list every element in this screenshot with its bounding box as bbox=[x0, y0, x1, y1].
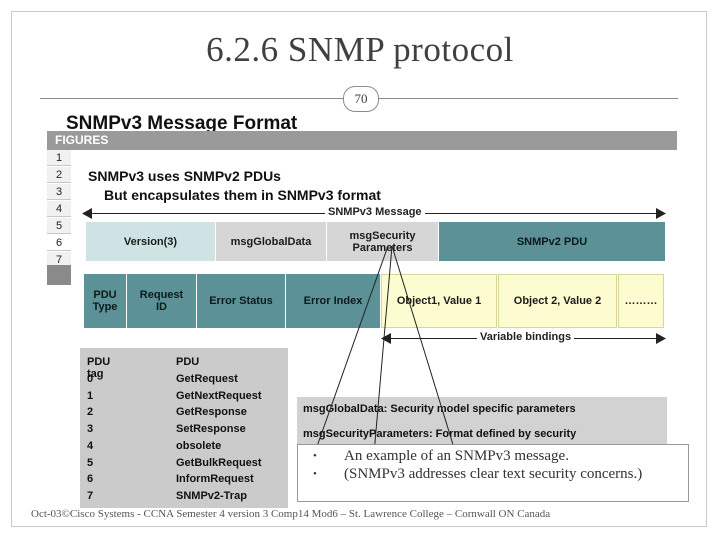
arrow-right-icon bbox=[656, 208, 666, 219]
table-cell-tag: 3 bbox=[87, 423, 94, 435]
description-global-data: msgGlobalData: Security model specific p… bbox=[303, 403, 576, 415]
figure-tab-5[interactable]: 5 bbox=[47, 218, 71, 234]
pdu-field-more: ……… bbox=[618, 274, 664, 328]
table-cell-tag: 4 bbox=[87, 440, 94, 452]
figure-tab-3[interactable]: 3 bbox=[47, 184, 71, 200]
field-msg-security-parameters: msgSecurity Parameters bbox=[327, 222, 438, 261]
pdu-field-object-1: Object1, Value 1 bbox=[381, 274, 497, 328]
figure-tab-6[interactable]: 6 bbox=[47, 235, 71, 251]
note-item: An example of an SNMPv3 message. bbox=[313, 447, 688, 465]
figures-strip bbox=[47, 131, 677, 150]
table-cell-pdu: GetResponse bbox=[176, 406, 247, 418]
table-header-tag: PDU tag bbox=[87, 356, 111, 380]
slide-frame bbox=[11, 11, 707, 527]
slide-footer: Oct-03©Cisco Systems - CCNA Semester 4 v… bbox=[31, 508, 551, 520]
table-header-pdu: PDU bbox=[176, 356, 200, 368]
table-cell-pdu: SNMPv2-Trap bbox=[176, 490, 247, 502]
table-cell-pdu: SetResponse bbox=[176, 423, 246, 435]
field-security-line-1: msgSecurity bbox=[349, 229, 416, 242]
field-msg-global-data: msgGlobalData bbox=[216, 222, 326, 261]
figure-tabs-shadow bbox=[47, 265, 71, 285]
field-security-line-2: Parameters bbox=[352, 241, 413, 254]
table-cell-tag: 0 bbox=[87, 373, 94, 385]
notes-box: An example of an SNMPv3 message. (SNMPv3… bbox=[297, 444, 689, 502]
table-cell-pdu: InformRequest bbox=[176, 473, 254, 485]
pdu-type-line-1: PDU bbox=[93, 289, 117, 301]
pdu-field-type: PDU Type bbox=[84, 274, 126, 328]
note-item: (SNMPv3 addresses clear text security co… bbox=[313, 465, 688, 483]
pdu-field-error-status: Error Status bbox=[197, 274, 285, 328]
arrow-left-icon bbox=[82, 208, 92, 219]
subtitle-line-1: SNMPv3 uses SNMPv2 PDUs bbox=[88, 168, 281, 184]
table-cell-tag: 6 bbox=[87, 473, 94, 485]
arrow-left-icon bbox=[381, 333, 391, 344]
table-cell-pdu: GetBulkRequest bbox=[176, 457, 262, 469]
table-cell-pdu: GetRequest bbox=[176, 373, 238, 385]
title-rule-right bbox=[378, 98, 678, 99]
figure-tab-2[interactable]: 2 bbox=[47, 167, 71, 183]
figure-heading: SNMPv3 Message Format bbox=[66, 113, 298, 134]
subtitle-line-2: But encapsulates them in SNMPv3 format bbox=[104, 187, 381, 203]
description-security-params: msgSecurityParameters: Format defined by… bbox=[303, 428, 577, 440]
pdu-field-request-id: Request ID bbox=[127, 274, 196, 328]
slide-title: 6.2.6 SNMP protocol bbox=[206, 30, 514, 69]
figures-label: FIGURES bbox=[55, 133, 109, 147]
pdu-field-object-2: Object 2, Value 2 bbox=[498, 274, 617, 328]
table-cell-pdu: GetNextRequest bbox=[176, 390, 262, 402]
request-id-line-2: ID bbox=[156, 301, 167, 313]
table-cell-tag: 5 bbox=[87, 457, 94, 469]
figure-tab-4[interactable]: 4 bbox=[47, 201, 71, 217]
page-number: 70 bbox=[343, 86, 379, 112]
request-id-line-1: Request bbox=[139, 289, 184, 301]
field-version: Version(3) bbox=[86, 222, 215, 261]
title-rule-left bbox=[40, 98, 343, 99]
pdu-tag-table bbox=[80, 348, 288, 508]
pdu-field-error-index: Error Index bbox=[286, 274, 380, 328]
table-cell-tag: 2 bbox=[87, 406, 94, 418]
field-snmpv2-pdu: SNMPv2 PDU bbox=[439, 222, 665, 261]
variable-bindings-label: Variable bindings bbox=[477, 331, 575, 343]
table-cell-tag: 1 bbox=[87, 390, 94, 402]
arrow-right-icon bbox=[656, 333, 666, 344]
field-description-box bbox=[297, 397, 667, 447]
notes-list: An example of an SNMPv3 message. (SNMPv3… bbox=[298, 447, 688, 483]
message-label: SNMPv3 Message bbox=[325, 206, 425, 218]
figure-tab-1[interactable]: 1 bbox=[47, 150, 71, 166]
pdu-type-line-2: Type bbox=[92, 301, 118, 313]
table-cell-tag: 7 bbox=[87, 490, 94, 502]
table-cell-pdu: obsolete bbox=[176, 440, 222, 452]
